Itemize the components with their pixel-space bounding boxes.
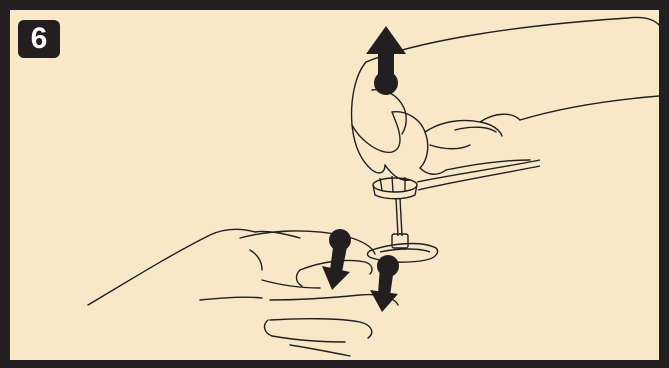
- step-number: 6: [30, 22, 48, 55]
- infusion-set-base: [366, 233, 439, 263]
- panel-background: [10, 10, 659, 360]
- arrow-down-icon: [322, 229, 351, 290]
- arrow-up-icon: [366, 26, 406, 95]
- step-number-badge: 6: [18, 20, 60, 58]
- applicator-cap: [372, 159, 541, 237]
- arrow-down-icon: [370, 255, 399, 312]
